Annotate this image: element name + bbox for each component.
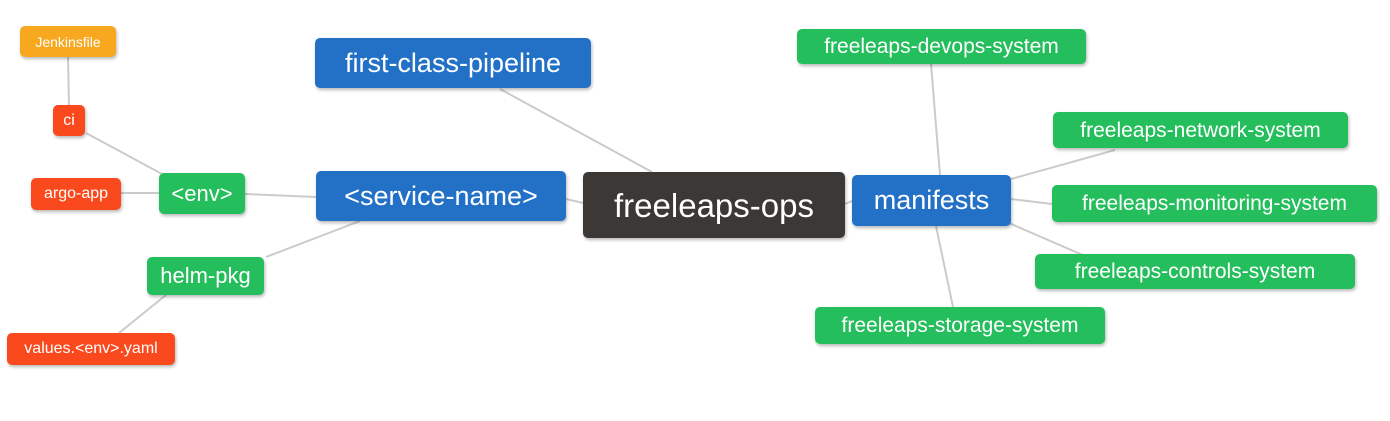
edge-helm-pkg-values-env-yaml [118, 294, 167, 334]
node-storage-system[interactable]: freeleaps-storage-system [815, 307, 1105, 344]
edge-env-service-name [244, 193, 317, 198]
edge-ci-env [85, 132, 163, 175]
edge-manifests-storage-system [935, 225, 954, 308]
node-label-first-class-pipeline: first-class-pipeline [344, 47, 562, 78]
node-label-manifests: manifests [873, 185, 990, 215]
node-label-network-system: freeleaps-network-system [1080, 118, 1321, 142]
node-label-values-env-yaml: values.<env>.yaml [24, 340, 158, 357]
node-devops-system[interactable]: freeleaps-devops-system [797, 29, 1086, 64]
node-label-monitoring-system: freeleaps-monitoring-system [1082, 192, 1347, 215]
node-values-env-yaml[interactable]: values.<env>.yaml [7, 333, 175, 365]
edge-manifests-network-system [1010, 149, 1116, 180]
node-monitoring-system[interactable]: freeleaps-monitoring-system [1052, 185, 1377, 222]
node-jenkinsfile[interactable]: Jenkinsfile [20, 26, 116, 57]
edge-first-class-pipeline-freeleaps-ops [499, 88, 653, 173]
node-network-system[interactable]: freeleaps-network-system [1053, 112, 1348, 148]
edge-manifests-controls-system [1008, 222, 1086, 257]
edge-manifests-devops-system [930, 63, 941, 176]
node-label-env: <env> [171, 180, 233, 206]
node-label-devops-system: freeleaps-devops-system [824, 35, 1059, 58]
node-label-controls-system: freeleaps-controls-system [1074, 260, 1316, 283]
node-first-class-pipeline[interactable]: first-class-pipeline [315, 38, 591, 88]
node-label-ci: ci [63, 111, 75, 129]
node-service-name[interactable]: <service-name> [316, 171, 566, 221]
node-label-service-name: <service-name> [344, 180, 538, 211]
node-label-freeleaps-ops: freeleaps-ops [614, 186, 814, 224]
edge-manifests-monitoring-system [1010, 198, 1053, 205]
node-env[interactable]: <env> [159, 173, 245, 214]
node-freeleaps-ops[interactable]: freeleaps-ops [583, 172, 845, 238]
edge-service-name-freeleaps-ops [565, 198, 584, 204]
edge-jenkinsfile-ci [67, 56, 70, 106]
node-label-jenkinsfile: Jenkinsfile [35, 33, 101, 50]
edge-freeleaps-ops-manifests [844, 200, 853, 205]
edge-service-name-helm-pkg [265, 220, 361, 258]
node-helm-pkg[interactable]: helm-pkg [147, 257, 264, 295]
node-label-argo-app: argo-app [43, 185, 109, 202]
node-manifests[interactable]: manifests [852, 175, 1011, 226]
node-controls-system[interactable]: freeleaps-controls-system [1035, 254, 1355, 289]
node-label-helm-pkg: helm-pkg [160, 263, 251, 288]
node-ci[interactable]: ci [53, 105, 85, 136]
node-label-storage-system: freeleaps-storage-system [841, 314, 1079, 337]
node-argo-app[interactable]: argo-app [31, 178, 121, 210]
